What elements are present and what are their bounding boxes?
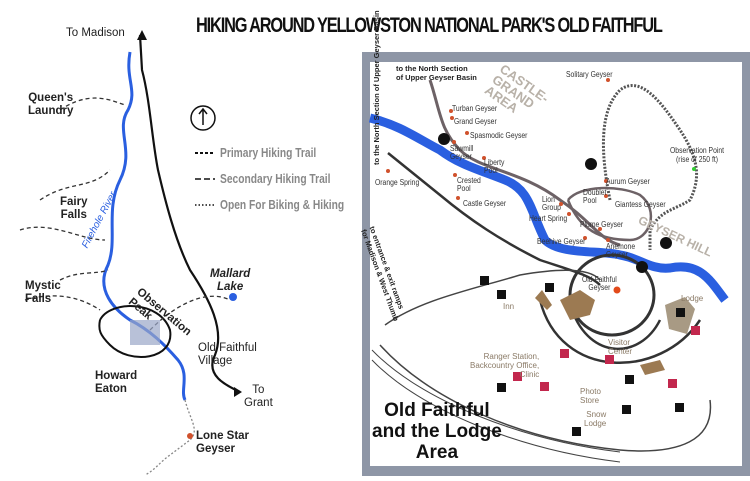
label-lion-group: Lion Group <box>542 195 561 212</box>
main-road <box>138 34 241 393</box>
label-lodge: Lodge <box>681 294 704 303</box>
north-arrow-icon <box>190 105 216 131</box>
label-heart-spring: Heart Spring <box>529 214 568 223</box>
label-sawmill-geyser: Sawmill Geyser <box>450 144 474 161</box>
label-mystic-falls: Mystic Falls <box>25 280 61 305</box>
label-observation-point: Observation Point (rise of 250 ft) <box>670 146 725 164</box>
label-photo-store: Photo Store <box>580 387 601 405</box>
label-plume-geyser: Plume Geyser <box>580 220 624 229</box>
legend-primary-trail: Primary Hiking Trail <box>220 146 317 160</box>
label-fairy-falls: Fairy Falls <box>60 196 88 221</box>
label-crested-pool: Crested Pool <box>457 176 481 193</box>
label-solitary-geyser: Solitary Geyser <box>566 70 613 79</box>
label-giantess-geyser: Giantess Geyser <box>615 200 666 209</box>
label-to-grant: To Grant <box>244 384 273 409</box>
label-anemone-geyser: Anemone Geyser <box>606 242 636 259</box>
label-orange-spring: Orange Spring <box>375 178 420 187</box>
label-beehive-geyser: Beehive Geyser <box>537 237 586 246</box>
page-title: HIKING AROUND YELLOWSTON NATIONAL PARK'S… <box>196 14 663 37</box>
label-visitor-center: Visitor Center <box>608 338 633 356</box>
label-doublet-pool: Doublet Pool <box>583 188 607 205</box>
firehole-river <box>102 51 187 401</box>
label-old-faithful-village: Old Faithful Village <box>198 342 257 367</box>
label-castle-geyser: Castle Geyser <box>463 199 507 208</box>
label-old-faithful-geyser: Old Faithful Geyser <box>582 275 617 292</box>
loop-road <box>98 305 172 358</box>
label-spasmodic-geyser: Spasmodic Geyser <box>470 131 528 140</box>
area-title: Old Faithful and the Lodge Area <box>372 400 502 463</box>
firehole-river-detail <box>368 113 729 303</box>
label-queens-laundry: Queen's Laundry <box>28 92 74 117</box>
label-inn: Inn <box>503 302 515 311</box>
label-snow-lodge: Snow Lodge <box>584 410 607 428</box>
label-to-madison: To Madison <box>66 27 125 39</box>
label-lone-star-geyser: Lone Star Geyser <box>196 430 250 455</box>
label-aurum-geyser: Aurum Geyser <box>606 177 650 186</box>
left-trail-map <box>19 30 242 476</box>
label-north-section-top: to the North Section of Upper Geyser Bas… <box>396 64 477 82</box>
label-north-section-side: to the North Section of Upper Geyser Bas… <box>372 10 381 165</box>
label-grand-geyser: Grand Geyser <box>454 117 497 126</box>
legend-biking-trail: Open For Biking & Hiking <box>220 198 345 212</box>
label-turban-geyser: Turban Geyser <box>452 104 498 113</box>
label-liberty-pool: Liberty Pool <box>484 158 505 175</box>
label-howard-eaton: Howard Eaton <box>95 370 138 395</box>
label-ranger-station: Ranger Station, Backcountry Office, Clin… <box>470 352 540 379</box>
label-mallard-lake: Mallard Lake <box>210 268 251 293</box>
legend-secondary-trail: Secondary Hiking Trail <box>220 172 331 186</box>
secondary-trails <box>19 97 231 331</box>
